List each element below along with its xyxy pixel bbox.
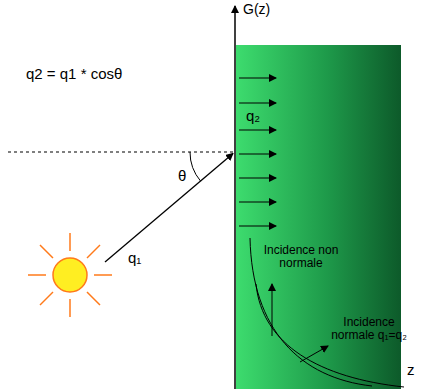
flux-arrows: [239, 78, 276, 226]
flux-label: q₂: [246, 108, 260, 125]
leader-arrow: [300, 346, 328, 362]
non-normal-curve: [250, 238, 372, 386]
curve-label: Incidence non normale: [262, 244, 340, 270]
ray-label: q₁: [128, 250, 141, 267]
axis-label: z: [407, 362, 415, 379]
sun-symbol: [28, 233, 112, 317]
incident-ray: [105, 154, 233, 263]
formula: q2 = q1 * cosθ: [26, 66, 122, 83]
axis-label: G(z): [243, 2, 270, 17]
angle-arc: [190, 152, 201, 181]
curve-label: Incidence normale q₁=q₂: [330, 316, 408, 342]
g-axis: [234, 6, 236, 389]
angle-label: θ: [178, 168, 186, 185]
leader-arrow: [272, 284, 273, 336]
normal-line: [8, 151, 233, 152]
